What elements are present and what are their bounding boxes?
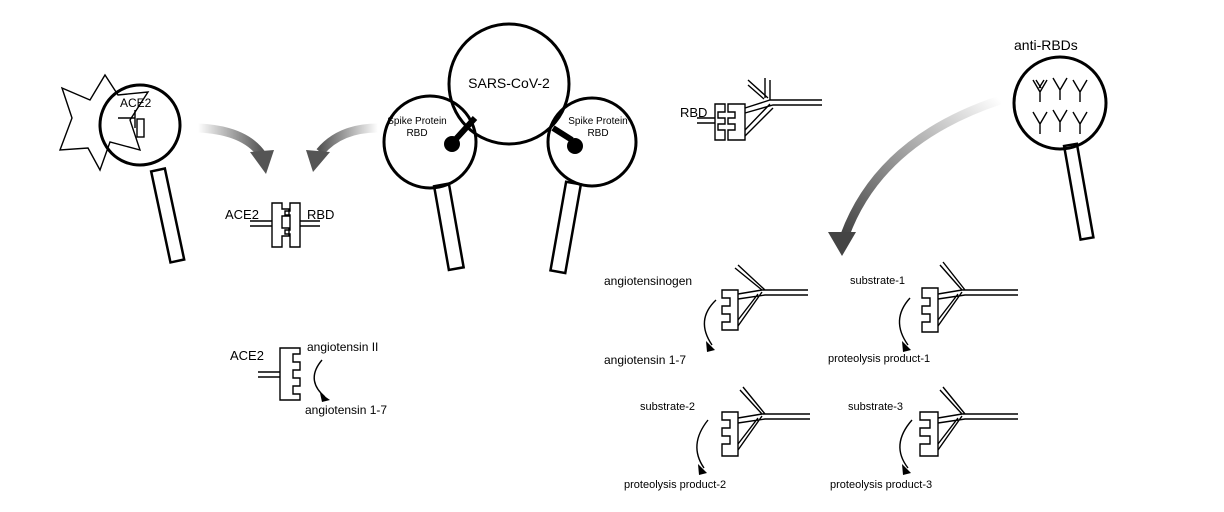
label-antibody-rbd: RBD xyxy=(680,105,707,120)
label-angiotensin-1-7-right: angiotensin 1-7 xyxy=(604,353,686,367)
antibody-rbd-binding: RBD xyxy=(680,78,822,141)
reaction-arrow-3 xyxy=(696,419,709,469)
reaction-substrate-2: substrate-2 proteolysis product-2 xyxy=(624,386,810,491)
virus-body xyxy=(447,22,571,146)
anti-rbds-magnifier: anti-RBDs xyxy=(1012,37,1108,242)
magnifier-handle xyxy=(149,167,186,264)
complex-ace2-stem xyxy=(250,220,272,227)
antibody-paratope-3 xyxy=(721,411,739,457)
label-spike-left-2: RBD xyxy=(406,128,427,139)
antibody-upper-arm xyxy=(747,79,769,100)
host-cell-shape xyxy=(58,73,150,172)
label-left-ace2: ACE2 xyxy=(230,348,264,363)
label-complex-rbd: RBD xyxy=(307,207,334,222)
ace2-reaction: ACE2 angiotensin II angiotensin 1-7 xyxy=(230,340,387,417)
arrow-left-to-complex xyxy=(197,123,274,174)
antibody-paratope-4 xyxy=(919,411,939,457)
reaction-arrow-4 xyxy=(899,419,913,469)
rbd-block xyxy=(714,103,726,141)
sars-cov-2-group: SARS-CoV-2 Spike Protein RBD Spike Prote… xyxy=(382,22,638,275)
antibody-paratope-2 xyxy=(921,287,939,333)
anti-rbds-lens xyxy=(1012,55,1108,151)
reaction-arrow xyxy=(313,359,326,398)
label-product-3: proteolysis product-3 xyxy=(830,479,932,491)
label-product-2: proteolysis product-2 xyxy=(624,479,726,491)
ace2-enzyme-block xyxy=(279,347,301,401)
antibody-arms-2 xyxy=(937,261,1018,327)
ace2-enzyme-stem xyxy=(258,371,280,378)
ace2-receptor-stub xyxy=(118,110,136,128)
arrow-virus-to-complex xyxy=(306,123,379,172)
label-sars-cov-2: SARS-CoV-2 xyxy=(468,75,550,91)
magnifier-handle-left xyxy=(432,182,466,272)
label-anti-rbds: anti-RBDs xyxy=(1014,37,1078,53)
magnifier-lens xyxy=(98,83,182,167)
label-angiotensin-1-7: angiotensin 1-7 xyxy=(305,403,387,417)
arrow-anti-rbds-down xyxy=(828,95,1002,256)
magnifier-handle-right xyxy=(549,180,583,275)
reaction-arrow-1 xyxy=(703,299,717,346)
spike-lens-left xyxy=(382,94,478,190)
antibody-arms-3 xyxy=(737,386,810,451)
antibody-arms-1 xyxy=(734,264,808,327)
antibody-arms-4 xyxy=(937,386,1018,451)
antibody-arms xyxy=(744,78,822,137)
spike-head-left xyxy=(444,136,460,152)
label-angiotensin-ii: angiotensin II xyxy=(307,340,378,354)
label-substrate-3: substrate-3 xyxy=(848,401,903,413)
ace2-rbd-complex: ACE2 RBD xyxy=(225,202,334,248)
antibody-paratope-1 xyxy=(721,289,739,331)
reaction-substrate-1: substrate-1 proteolysis product-1 xyxy=(828,261,1018,365)
ace2-magnifier: ACE2 xyxy=(58,73,186,264)
antibody-icons xyxy=(1032,77,1088,134)
complex-rbd-block xyxy=(284,202,301,248)
antibody-paratope xyxy=(727,103,746,141)
ace2-receptor xyxy=(136,118,145,138)
label-spike-right-2: RBD xyxy=(587,128,608,139)
spike-stalk-left xyxy=(452,115,478,143)
reaction-arrow-2 xyxy=(898,297,911,346)
label-complex-ace2: ACE2 xyxy=(225,207,259,222)
label-spike-left-1: Spike Protein xyxy=(387,116,446,127)
label-product-1: proteolysis product-1 xyxy=(828,353,930,365)
reaction-substrate-3: substrate-3 proteolysis product-3 xyxy=(830,386,1018,491)
label-substrate-1: substrate-1 xyxy=(850,275,905,287)
label-substrate-2: substrate-2 xyxy=(640,401,695,413)
spike-lens-right xyxy=(546,96,638,188)
spike-head-right xyxy=(567,138,583,154)
spike-stalk-right xyxy=(551,125,574,143)
complex-ace2-block xyxy=(271,202,290,248)
label-spike-right-1: Spike Protein xyxy=(568,116,627,127)
magnifier-handle xyxy=(1062,142,1095,242)
rbd-stem xyxy=(697,117,715,124)
label-angiotensinogen: angiotensinogen xyxy=(604,274,692,288)
reaction-angiotensinogen: angiotensinogen angiotensin 1-7 xyxy=(604,264,808,367)
complex-rbd-stem xyxy=(300,220,320,227)
label-ace2-magnifier: ACE2 xyxy=(120,96,152,110)
